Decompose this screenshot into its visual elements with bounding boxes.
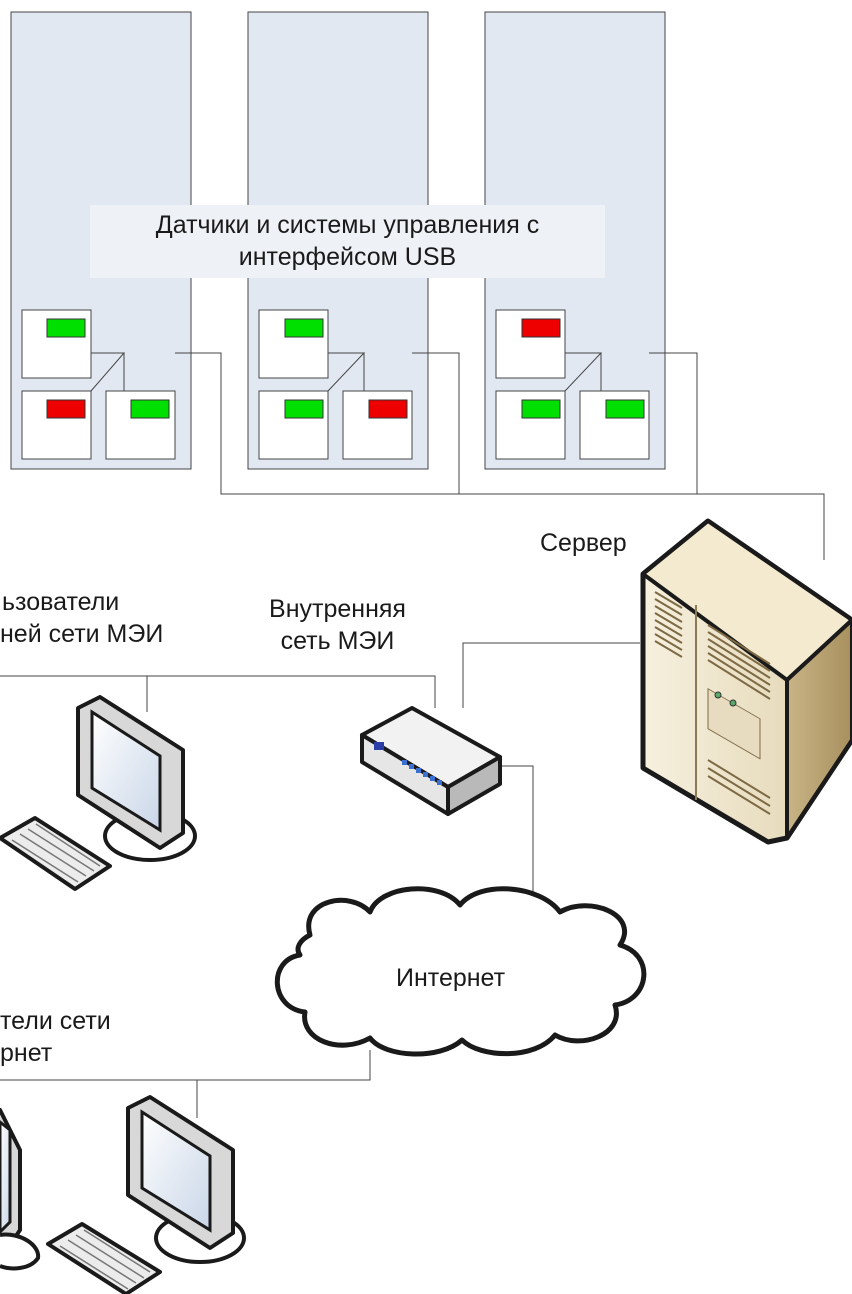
internal-users-line-2: ней сети МЭИ [0, 620, 164, 648]
status-led [605, 399, 645, 419]
rack-1-devices [21, 309, 176, 460]
title-box-label: Датчики и системы управления с интерфейс… [90, 209, 605, 273]
rack-3-devices [495, 309, 650, 460]
status-led [284, 399, 324, 419]
title-line-2: интерфейсом USB [238, 243, 457, 271]
status-led [130, 399, 170, 419]
internal-network-line-1: Внутренняя [269, 595, 406, 623]
title-line-1: Датчики и системы управления с [155, 211, 540, 239]
network-switch-icon [360, 706, 502, 816]
status-led [521, 399, 561, 419]
internal-users-line-1: ьзователи [2, 588, 120, 616]
internal-network-label: Внутренняя сеть МЭИ [240, 593, 435, 657]
status-led [46, 318, 86, 338]
internet-users-line-1: тели сети [0, 1007, 111, 1035]
internet-cloud-icon [274, 886, 647, 1057]
internal-network-line-2: сеть МЭИ [280, 627, 395, 655]
computer-icon [0, 695, 197, 891]
server-label: Сервер [540, 529, 627, 557]
computer-icon [0, 1108, 41, 1271]
status-led [521, 318, 561, 338]
computer-icon [46, 1095, 246, 1294]
internet-users-line-2: рнет [0, 1039, 53, 1067]
title-box [90, 205, 605, 278]
server-icon [640, 518, 852, 845]
internet-users-label: тели сети рнет [0, 1005, 111, 1069]
rack-2-devices [258, 309, 413, 460]
status-led [284, 318, 324, 338]
status-led [46, 399, 86, 419]
status-led [368, 399, 408, 419]
internet-label: Интернет [396, 964, 506, 992]
connection-lines [0, 352, 825, 1118]
internal-users-label: ьзователи ней сети МЭИ [0, 586, 163, 650]
